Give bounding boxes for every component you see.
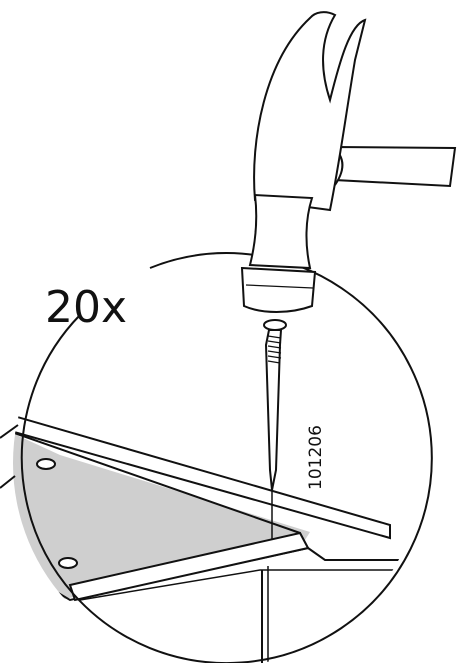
board-panel-icon [13, 410, 423, 663]
part-number: 101206 [306, 425, 326, 490]
hammer-icon [240, 11, 457, 313]
quantity-label: 20x [45, 282, 127, 333]
hole-marker [58, 557, 78, 569]
detail-circle [0, 252, 433, 663]
hole-marker [36, 458, 56, 470]
nail-icon [263, 319, 287, 491]
